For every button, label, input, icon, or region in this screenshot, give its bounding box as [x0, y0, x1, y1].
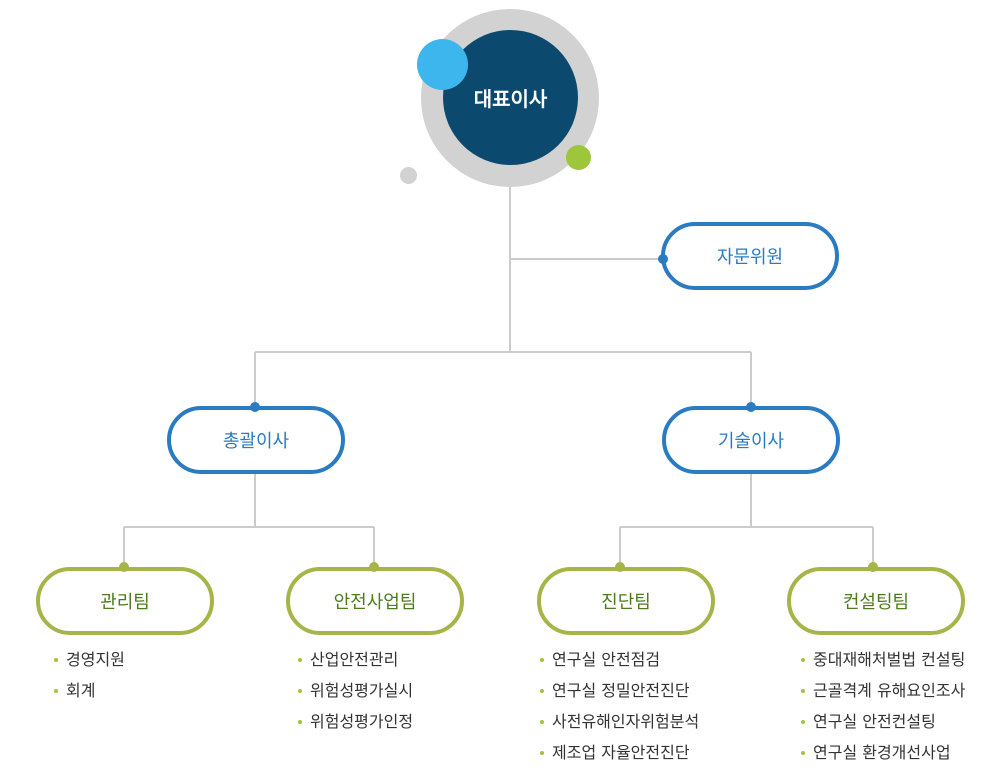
duty-item: 위험성평가인정	[298, 712, 413, 743]
decor-circle-gray	[400, 167, 417, 184]
advisor-node: 자문위원	[661, 222, 839, 290]
team-junction-dot	[369, 562, 379, 572]
duty-item: 근골격계 유해요인조사	[801, 681, 965, 712]
ceo-label: 대표이사	[473, 87, 548, 111]
team-junction-dot	[868, 562, 878, 572]
duty-item: 회계	[54, 681, 125, 712]
director-node-general: 총괄이사	[167, 406, 345, 474]
team-junction-dot	[615, 562, 625, 572]
duty-item: 연구실 정밀안전진단	[540, 681, 699, 712]
safety-business-duties-list: 산업안전관리 위험성평가실시 위험성평가인정	[298, 650, 413, 743]
team-label: 컨설팅팀	[842, 592, 910, 613]
team-junction-dot	[119, 562, 129, 572]
team-node-management: 관리팀	[36, 567, 214, 635]
team-label: 관리팀	[100, 592, 150, 613]
duty-item: 위험성평가실시	[298, 681, 413, 712]
duty-item: 연구실 환경개선사업	[801, 743, 965, 774]
director-node-technical: 기술이사	[662, 406, 840, 474]
duty-item: 경영지원	[54, 650, 125, 681]
team-node-safety-business: 안전사업팀	[286, 567, 464, 635]
management-duties-list: 경영지원 회계	[54, 650, 125, 712]
duty-item: 제조업 자율안전진단	[540, 743, 699, 774]
duty-item: 산업안전관리	[298, 650, 413, 681]
director-junction-dot	[746, 402, 756, 412]
decor-circle-blue	[417, 39, 468, 90]
advisor-junction-dot	[658, 254, 668, 264]
team-node-diagnosis: 진단팀	[537, 567, 715, 635]
duty-item: 연구실 안전점검	[540, 650, 699, 681]
consulting-duties-list: 중대재해처벌법 컨설팅 근골격계 유해요인조사 연구실 안전컨설팅 연구실 환경…	[801, 650, 965, 774]
team-label: 안전사업팀	[333, 592, 417, 613]
team-node-consulting: 컨설팅팀	[787, 567, 965, 635]
duty-item: 사전유해인자위험분석	[540, 712, 699, 743]
diagnosis-duties-list: 연구실 안전점검 연구실 정밀안전진단 사전유해인자위험분석 제조업 자율안전진…	[540, 650, 699, 774]
director-label: 총괄이사	[222, 431, 290, 452]
team-label: 진단팀	[601, 592, 651, 613]
director-label: 기술이사	[717, 431, 785, 452]
duty-item: 중대재해처벌법 컨설팅	[801, 650, 965, 681]
director-junction-dot	[250, 402, 260, 412]
advisor-label: 자문위원	[716, 247, 784, 268]
decor-circle-green	[566, 145, 591, 170]
duty-item: 연구실 안전컨설팅	[801, 712, 965, 743]
